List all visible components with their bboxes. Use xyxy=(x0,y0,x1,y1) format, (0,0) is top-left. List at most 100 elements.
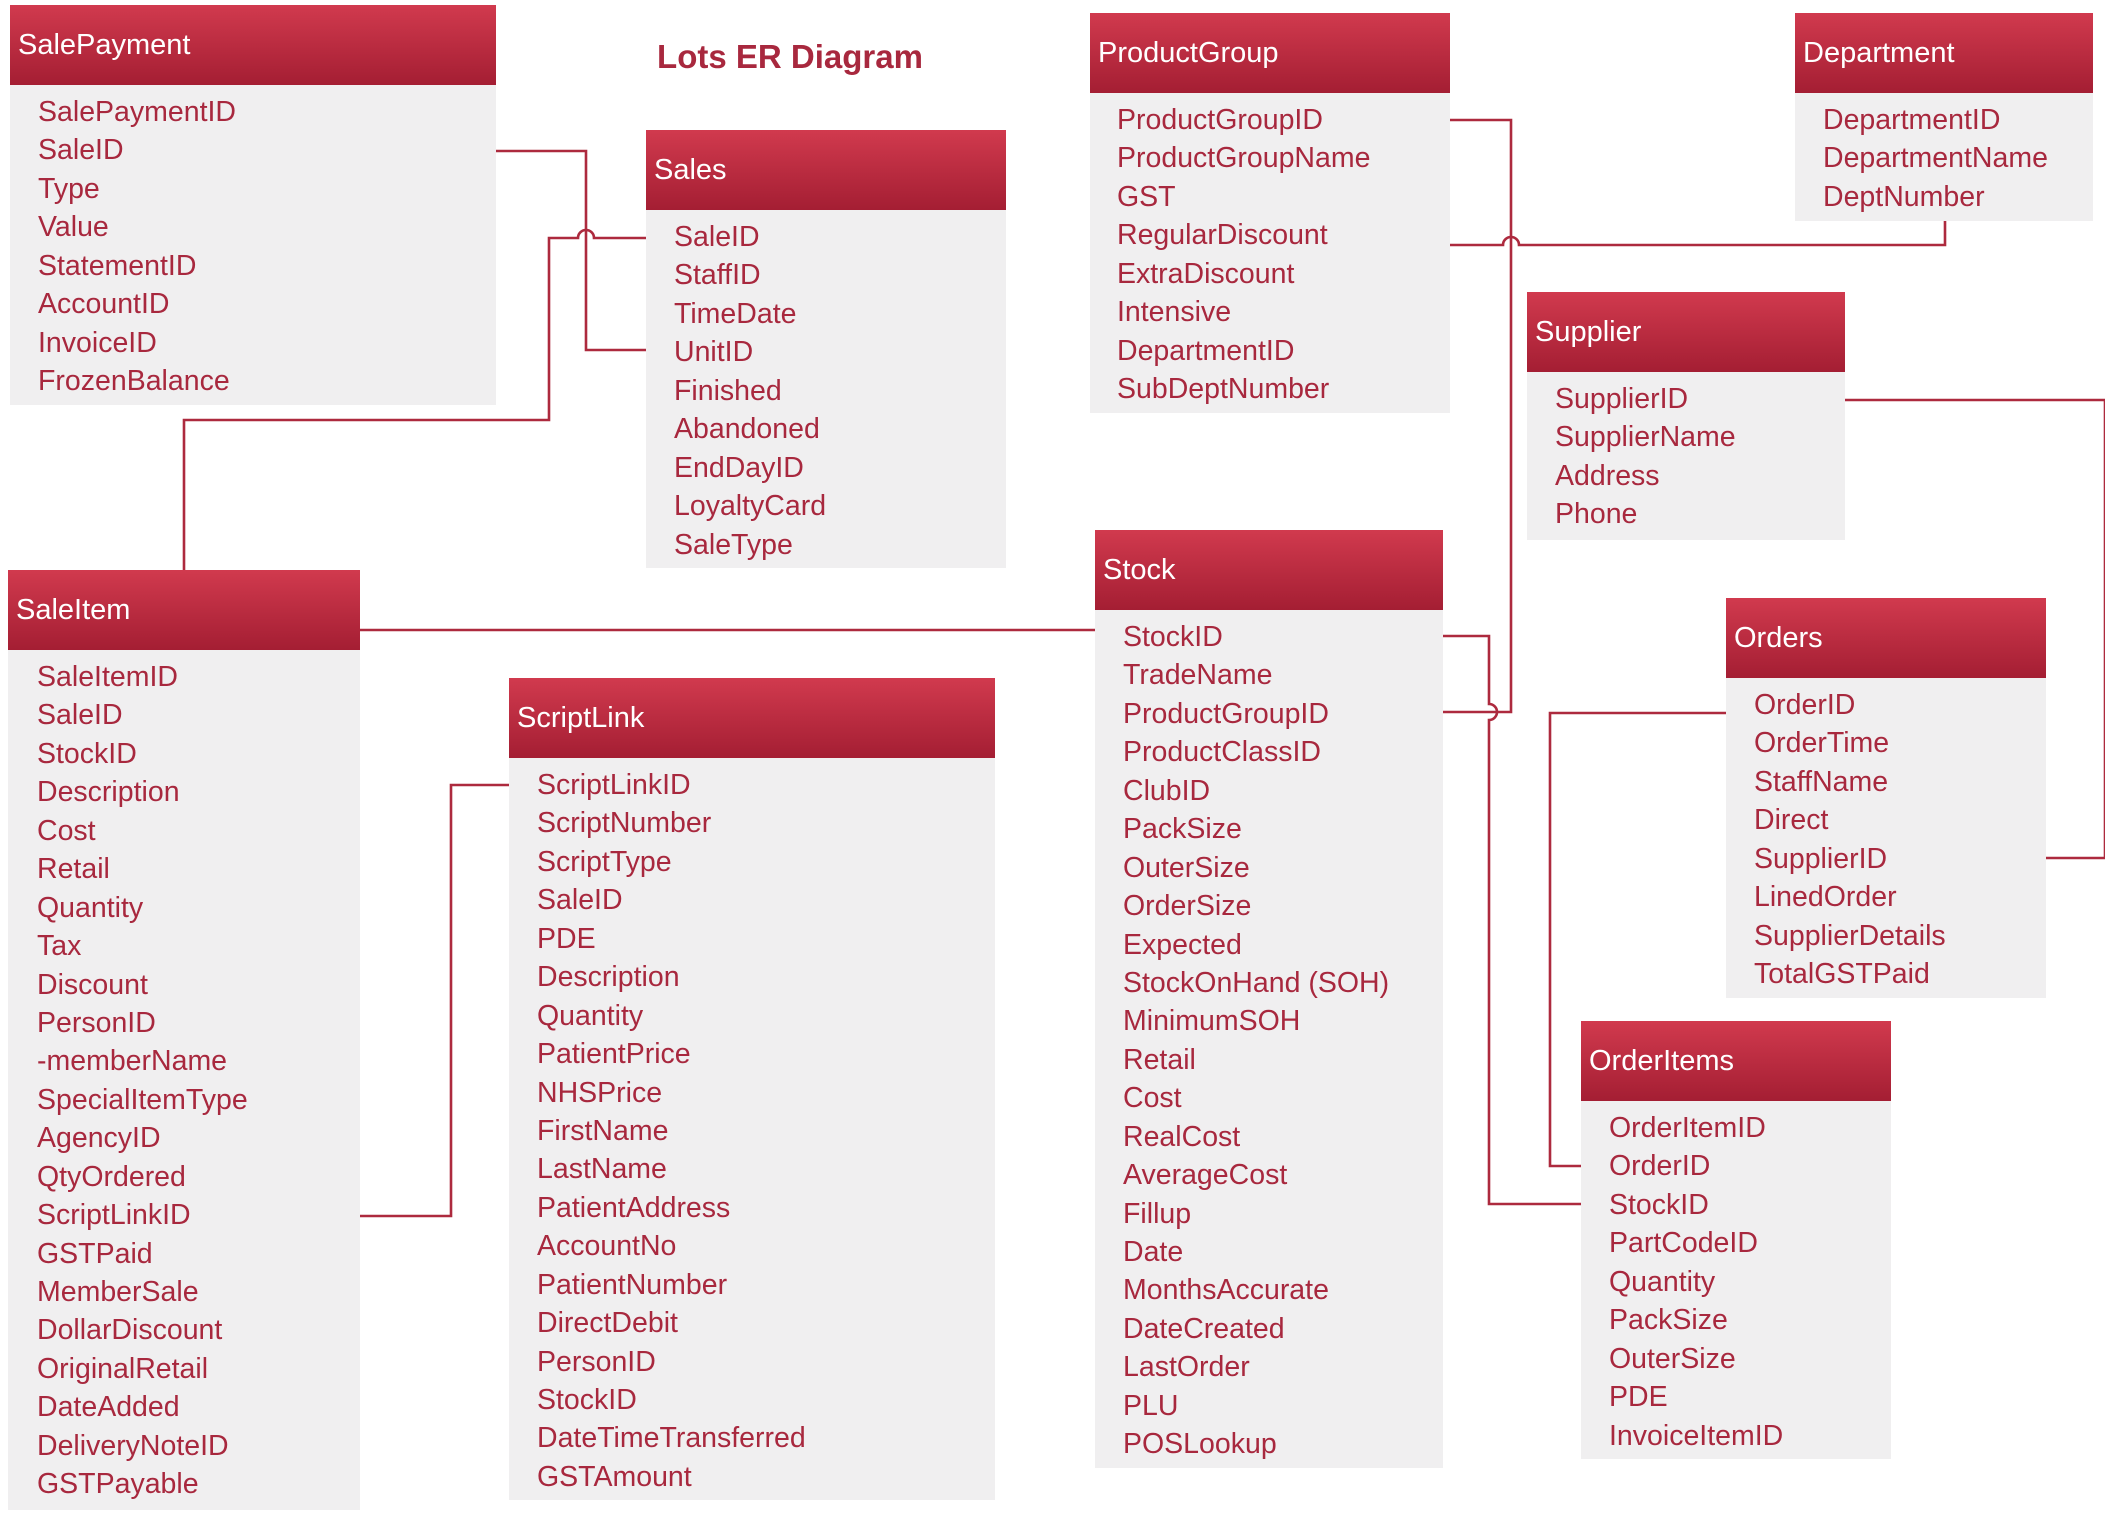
attribute: DeliveryNoteID xyxy=(37,1429,229,1462)
entity-productgroup[interactable]: ProductGroup ProductGroupID ProductGroup… xyxy=(1090,13,1450,413)
attribute: PDE xyxy=(537,922,596,955)
attribute: Intensive xyxy=(1117,296,1232,329)
attribute: SaleID xyxy=(37,699,123,732)
attribute: StockOnHand (SOH) xyxy=(1123,966,1390,999)
attribute: AgencyID xyxy=(37,1122,161,1155)
attribute: OrderTime xyxy=(1754,727,1890,760)
attribute: StaffName xyxy=(1754,765,1889,798)
attribute: DollarDiscount xyxy=(37,1314,223,1347)
attribute: ProductGroupID xyxy=(1117,104,1323,136)
entity-salepayment[interactable]: SalePayment SalePaymentID SaleID Type Va… xyxy=(10,5,496,405)
attribute: AverageCost xyxy=(1123,1159,1288,1192)
attribute: StockID xyxy=(537,1384,637,1416)
entity-name: ScriptLink xyxy=(517,702,645,734)
attribute: StockID xyxy=(37,737,137,770)
attribute: FirstName xyxy=(537,1114,669,1147)
attribute: GSTAmount xyxy=(537,1460,692,1493)
attribute: FrozenBalance xyxy=(38,365,230,398)
attribute: Value xyxy=(38,211,109,244)
entity-header: Stock xyxy=(1095,530,1443,610)
attribute: GSTPaid xyxy=(37,1237,153,1270)
attribute: -memberName xyxy=(37,1045,228,1078)
attribute: SaleID xyxy=(38,134,124,167)
attribute: StockID xyxy=(1123,621,1223,653)
attribute: SupplierDetails xyxy=(1754,919,1946,952)
attribute: RegularDiscount xyxy=(1117,219,1328,252)
attribute: Quantity xyxy=(37,891,144,924)
attribute: LoyaltyCard xyxy=(674,490,827,523)
attribute: MonthsAccurate xyxy=(1123,1274,1329,1307)
entity-header: ScriptLink xyxy=(509,678,995,758)
attribute: Quantity xyxy=(1609,1265,1716,1298)
entity-name: ProductGroup xyxy=(1098,37,1279,69)
attribute: OrderItemID xyxy=(1609,1112,1766,1144)
attribute: OriginalRetail xyxy=(37,1352,209,1385)
attribute: ExtraDiscount xyxy=(1117,257,1295,290)
attribute: OuterSize xyxy=(1609,1342,1736,1375)
attribute: DateTimeTransferred xyxy=(537,1422,806,1455)
entity-header: Supplier xyxy=(1527,292,1845,372)
entity-header: SalePayment xyxy=(10,5,496,85)
entity-stock[interactable]: Stock StockID TradeName ProductGroupID P… xyxy=(1095,530,1443,1468)
attribute: Address xyxy=(1555,459,1660,492)
attribute: SaleType xyxy=(674,528,793,561)
attribute: AccountNo xyxy=(537,1230,677,1263)
attribute: PLU xyxy=(1123,1389,1179,1422)
attribute: SubDeptNumber xyxy=(1117,373,1330,406)
connector-stock-orderitems xyxy=(1437,634,1586,1206)
attribute: Description xyxy=(37,776,180,809)
entity-name: OrderItems xyxy=(1589,1045,1735,1077)
attribute: PackSize xyxy=(1123,813,1242,846)
attribute: MemberSale xyxy=(37,1276,199,1308)
attribute: Type xyxy=(38,172,100,205)
attribute: StatementID xyxy=(38,249,197,282)
attribute: Abandoned xyxy=(674,413,820,446)
attribute: OrderID xyxy=(1609,1150,1711,1183)
attribute: DepartmentID xyxy=(1117,334,1295,367)
entity-header: Department xyxy=(1795,13,2093,93)
entity-name: Sales xyxy=(654,154,727,186)
entity-header: Orders xyxy=(1726,598,2046,678)
attribute: LinedOrder xyxy=(1754,881,1897,914)
attribute: LastOrder xyxy=(1123,1351,1250,1384)
attribute: PackSize xyxy=(1609,1304,1728,1337)
attribute: DepartmentID xyxy=(1823,104,2001,136)
attribute: SalePaymentID xyxy=(38,96,237,128)
entity-saleitem[interactable]: SaleItem SaleItemID SaleID StockID Descr… xyxy=(8,570,360,1510)
attribute: ScriptLinkID xyxy=(37,1199,191,1232)
entity-department[interactable]: Department DepartmentID DepartmentName D… xyxy=(1795,13,2093,221)
connector-salepayment-sales xyxy=(491,149,648,352)
attribute: ProductClassID xyxy=(1123,736,1321,769)
attribute: ScriptNumber xyxy=(537,807,712,840)
attribute: EndDayID xyxy=(674,451,804,484)
entity-name: SaleItem xyxy=(16,594,131,626)
connector-saleitem-scriptlink xyxy=(355,783,514,1218)
attribute: Expected xyxy=(1123,928,1242,961)
entity-orderitems[interactable]: OrderItems OrderItemID OrderID StockID P… xyxy=(1581,1021,1891,1459)
attribute: Quantity xyxy=(537,999,644,1032)
attribute: DateAdded xyxy=(37,1391,180,1424)
connector-supplier-orders xyxy=(1838,398,2105,860)
attribute: TradeName xyxy=(1123,659,1273,692)
attribute: DirectDebit xyxy=(537,1307,678,1340)
connector-productgroup-stock xyxy=(1437,118,1513,714)
attribute: POSLookup xyxy=(1123,1428,1277,1461)
connector-orders-orderitems xyxy=(1548,711,1730,1168)
entity-orders[interactable]: Orders OrderID OrderTime StaffName Direc… xyxy=(1726,598,2046,998)
entity-supplier[interactable]: Supplier SupplierID SupplierName Address… xyxy=(1527,292,1845,540)
entity-scriptlink[interactable]: ScriptLink ScriptLinkID ScriptNumber Scr… xyxy=(509,678,995,1500)
attribute: Phone xyxy=(1555,498,1638,531)
attribute: ScriptType xyxy=(537,845,672,878)
attribute: ClubID xyxy=(1123,774,1211,807)
attribute: SupplierName xyxy=(1555,421,1736,454)
attribute: Description xyxy=(537,961,680,994)
attribute: PatientNumber xyxy=(537,1268,728,1301)
entity-sales[interactable]: Sales SaleID StaffID TimeDate UnitID Fin… xyxy=(646,130,1006,568)
attribute: LastName xyxy=(537,1153,667,1186)
attribute: TimeDate xyxy=(674,297,797,330)
attribute: Tax xyxy=(37,930,82,963)
entity-name: Stock xyxy=(1103,554,1176,586)
attribute: SupplierID xyxy=(1754,842,1888,875)
attribute: Cost xyxy=(1123,1082,1182,1115)
attribute: PersonID xyxy=(37,1006,156,1039)
